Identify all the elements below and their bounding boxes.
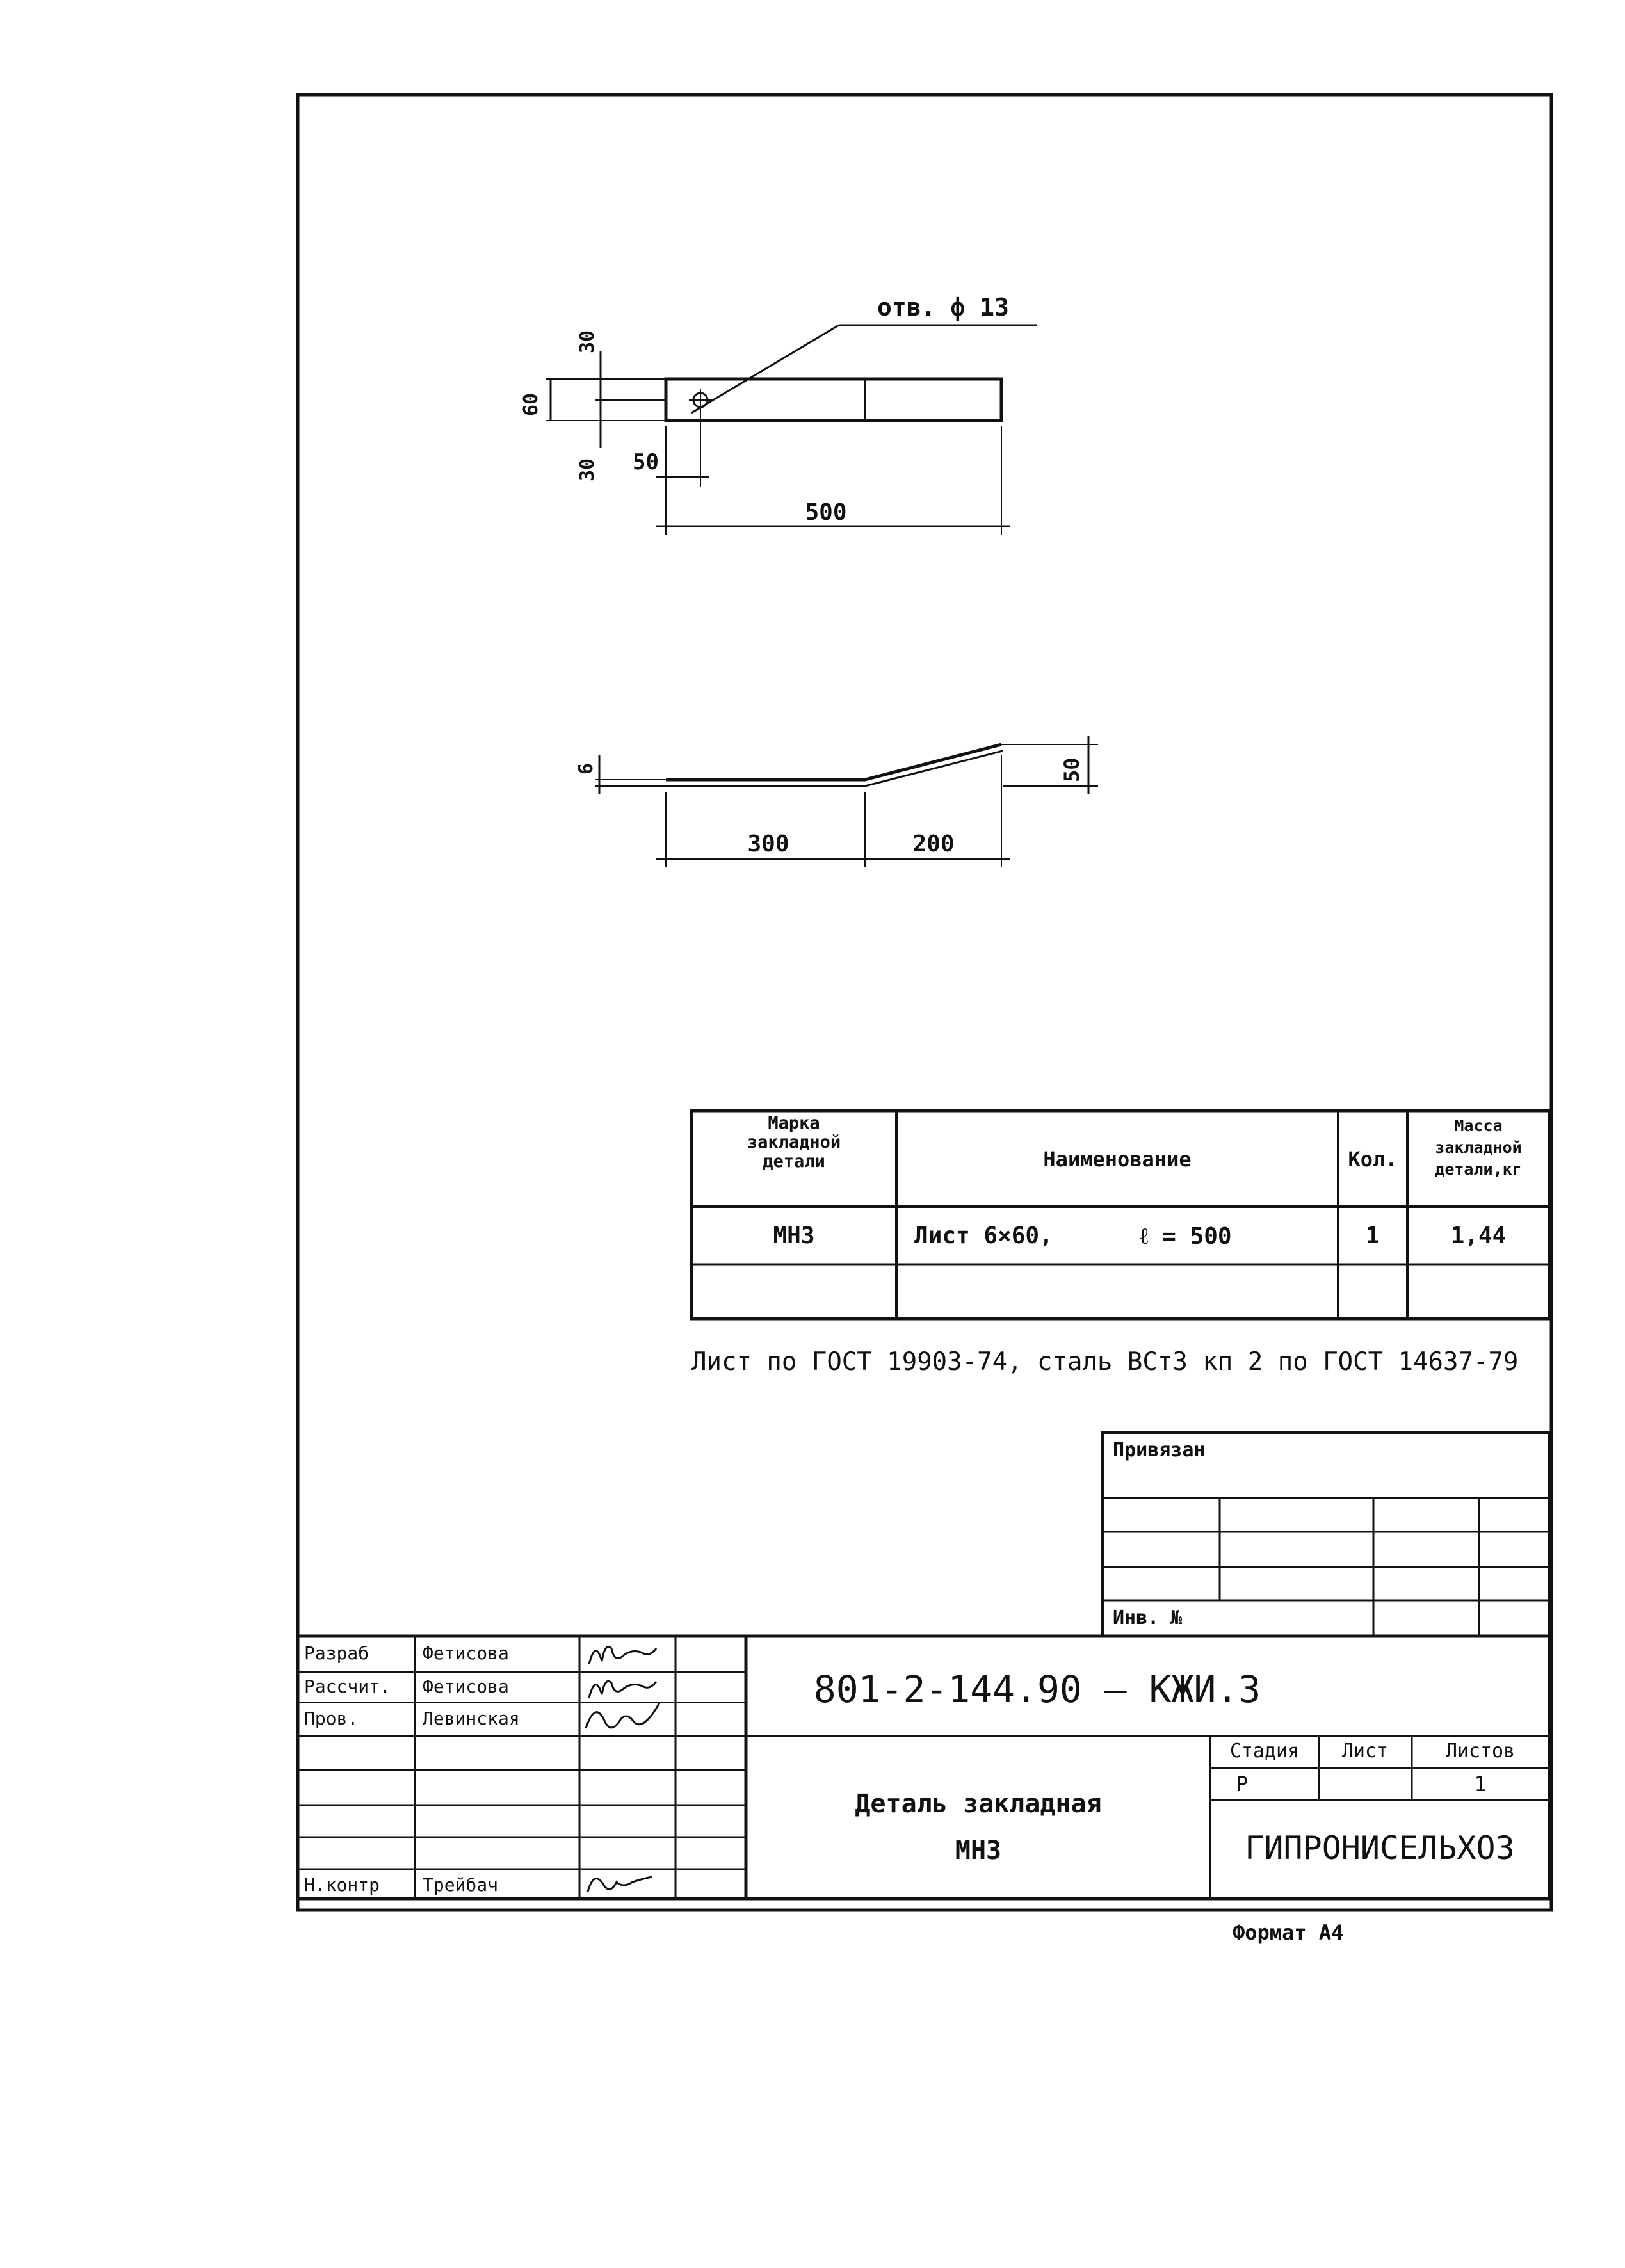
name-developer: Фетисова: [423, 1643, 509, 1664]
spec-row-qty: 1: [1366, 1223, 1380, 1249]
spec-header-qty: Кол.: [1348, 1147, 1398, 1171]
dim-hole-offset: 50: [633, 449, 659, 475]
format-label: Формат А4: [1233, 1920, 1344, 1945]
dim-top-offset: 30: [576, 330, 599, 353]
inventory-number-label: Инв. №: [1113, 1607, 1183, 1629]
sheet-header: Лист: [1341, 1740, 1389, 1762]
role-norm-control: Н.контр: [304, 1874, 380, 1895]
signature-marks: [585, 1646, 661, 1892]
dim-plate-height: 60: [520, 392, 542, 416]
dim-bottom-offset: 30: [576, 458, 599, 481]
spec-header-mass: Масса закладной детали,кг: [1435, 1116, 1522, 1178]
drawing-title-line2: МН3: [955, 1836, 1002, 1865]
document-designation: 801-2-144.90 — КЖИ.3: [813, 1668, 1261, 1711]
binding-title: Привязан: [1113, 1439, 1206, 1461]
role-checked: Пров.: [304, 1708, 359, 1729]
binding-box-grid: [1101, 1431, 1551, 1637]
dim-rise: 50: [1060, 757, 1084, 782]
spec-table-grid: [690, 1109, 1551, 1321]
stage-header: Стадия: [1229, 1740, 1300, 1762]
sheets-header: Листов: [1445, 1740, 1516, 1762]
spec-header-name: Наименование: [1043, 1147, 1192, 1171]
name-calculated: Фетисова: [423, 1676, 509, 1697]
spec-row-name: Лист 6×60,: [914, 1223, 1053, 1249]
dim-bent-length: 200: [912, 831, 955, 857]
sheet-frame: [296, 93, 1553, 1912]
hole-label: отв. ф 13: [877, 293, 1009, 321]
material-note: Лист по ГОСТ 19903-74, сталь ВСт3 кп 2 п…: [691, 1347, 1519, 1376]
spec-header-mark: Марка закладной детали: [747, 1113, 841, 1171]
dim-thickness: 6: [575, 762, 597, 775]
organization-name: ГИПРОНИСЕЛЬХОЗ: [1245, 1830, 1515, 1867]
sheets-value: 1: [1474, 1772, 1487, 1796]
role-calculated: Рассчит.: [304, 1676, 391, 1697]
name-norm-control: Трейбач: [423, 1874, 499, 1895]
plate-side-view: [595, 736, 1098, 867]
plate-top-view: [546, 324, 1037, 535]
drawing-title-line1: Деталь закладная: [855, 1789, 1102, 1819]
spec-row-length: ℓ = 500: [1140, 1223, 1232, 1250]
name-checked: Левинская: [423, 1708, 520, 1729]
role-developer: Разраб: [304, 1643, 369, 1664]
dim-flat-length: 300: [747, 831, 789, 857]
dim-plate-length: 500: [805, 499, 847, 526]
title-block-grid: [298, 1433, 1551, 1901]
spec-row-mark: МН3: [773, 1223, 815, 1249]
spec-row-mass: 1,44: [1450, 1223, 1507, 1249]
stage-value: Р: [1236, 1772, 1249, 1796]
